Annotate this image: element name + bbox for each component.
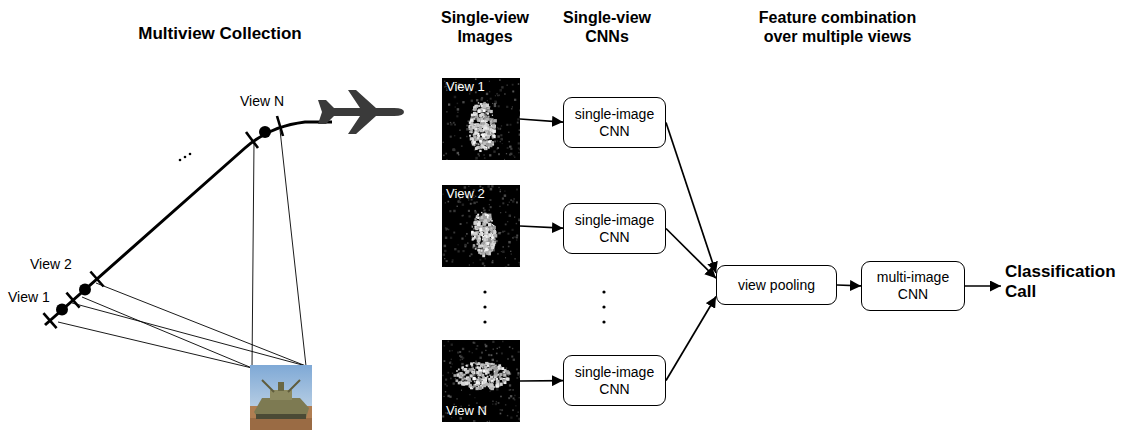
view-label: View 2 [30,256,90,273]
flow-arrow [520,380,563,382]
view-points [56,126,271,316]
pooling-box: view pooling [716,265,837,305]
view-label: View 1 [8,289,68,306]
sar-image: View 1 [442,78,520,160]
airplane-icon [318,90,404,134]
node-text: View 2 [446,187,485,202]
node-text: view pooling [738,277,815,294]
flow-arrow [520,226,563,228]
cnn-box: single-image CNN [563,203,666,254]
flow-arrow [520,119,563,122]
ellipsis-dots [179,153,192,162]
column-heading: Single-view Images [432,8,538,46]
flow-arrow [837,284,861,287]
output-arrow [965,285,1001,287]
view-ticks [43,116,283,328]
view-label: View N [240,93,300,110]
flow-arrow [666,296,716,380]
vertical-ellipsis [483,290,605,323]
target-photo [250,365,312,430]
cnn-box: multi-image CNN [861,261,965,311]
flight-path [45,122,332,325]
node-text: View N [446,404,487,419]
flow-arrow [666,123,716,274]
section-heading: Multiview Collection [110,24,330,44]
column-heading: Single-view CNNs [552,8,662,46]
sar-image: View N [442,340,520,422]
cnn-box: single-image CNN [563,355,666,406]
cnn-box: single-image CNN [563,97,666,148]
output-label: Classification Call [1005,262,1123,303]
node-text: single-image CNN [570,212,659,246]
node-text: single-image CNN [570,106,659,140]
node-text: multi-image CNN [868,269,958,303]
node-text: single-image CNN [570,364,659,398]
flow-arrow [666,229,716,279]
sar-image: View 2 [442,185,520,267]
column-heading: Feature combination over multiple views [745,8,930,46]
sight-lines [58,130,306,368]
node-text: View 1 [446,80,485,95]
